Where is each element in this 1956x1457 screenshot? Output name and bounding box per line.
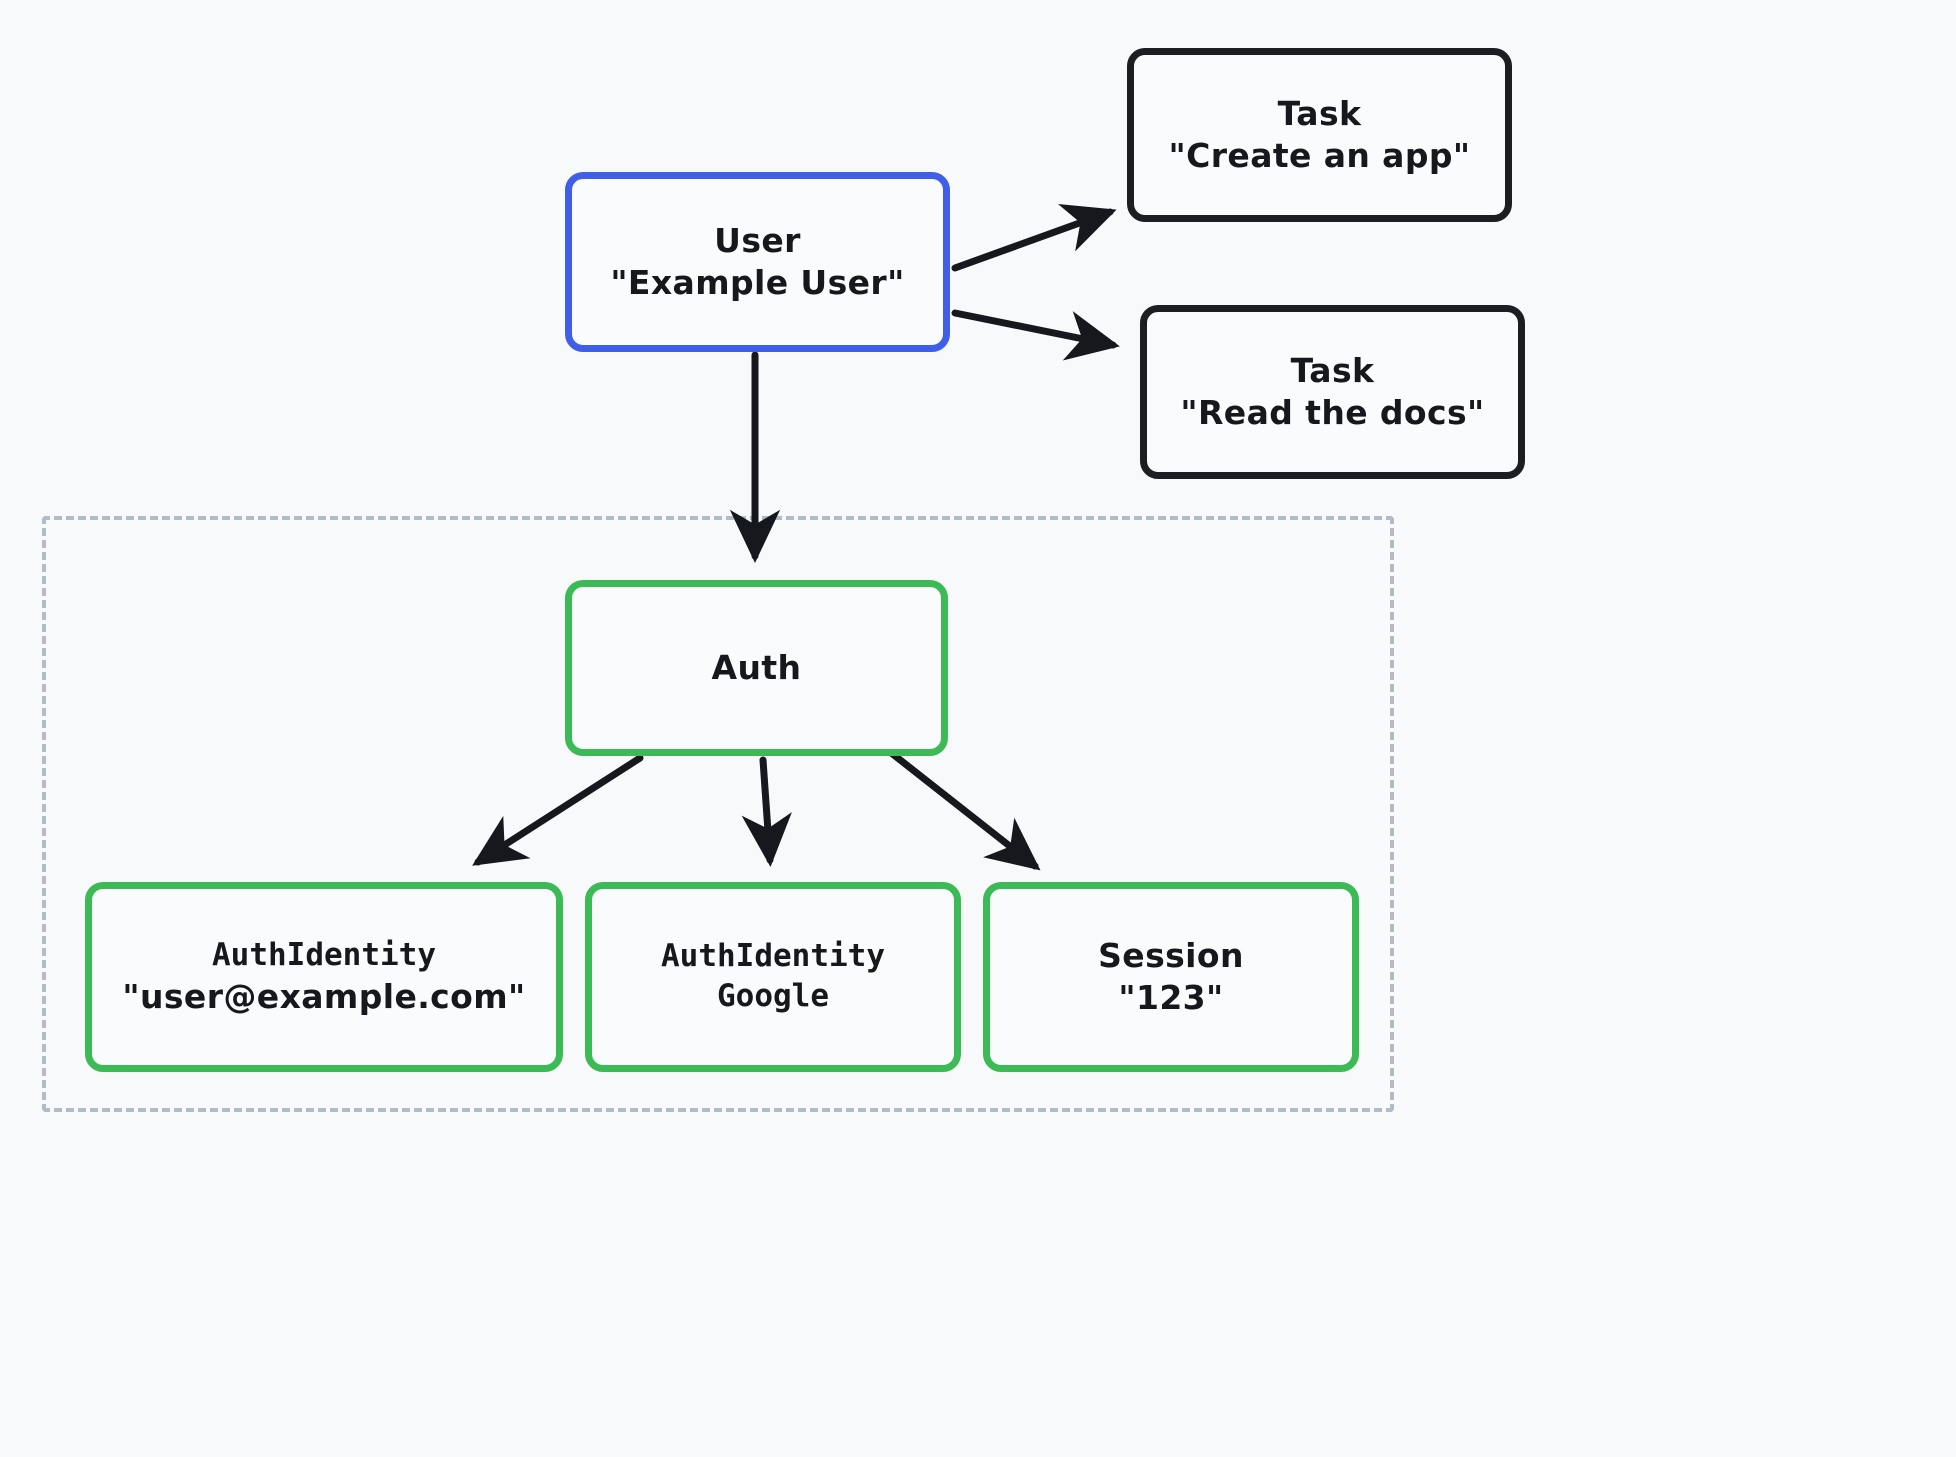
node-session-subtitle: "123" bbox=[1118, 978, 1224, 1017]
node-auth-identity-email-title: AuthIdentity bbox=[212, 937, 436, 974]
edge-user-to-task-read-docs bbox=[951, 309, 1120, 361]
node-task-create-app[interactable]: Task "Create an app" bbox=[1127, 48, 1512, 222]
auth-group-container bbox=[42, 516, 1394, 1112]
node-task-read-docs-subtitle: "Read the docs" bbox=[1180, 393, 1485, 432]
node-auth-identity-google[interactable]: AuthIdentity Google bbox=[585, 882, 961, 1072]
node-user[interactable]: User "Example User" bbox=[565, 172, 950, 352]
node-auth-identity-google-subtitle: Google bbox=[717, 978, 829, 1014]
node-auth-identity-email[interactable]: AuthIdentity "user@example.com" bbox=[85, 882, 563, 1072]
node-user-subtitle: "Example User" bbox=[610, 263, 905, 302]
node-task-read-docs[interactable]: Task "Read the docs" bbox=[1140, 305, 1525, 479]
node-task-read-docs-title: Task bbox=[1290, 350, 1375, 390]
node-auth-identity-email-subtitle: "user@example.com" bbox=[122, 976, 526, 1016]
node-task-create-app-title: Task bbox=[1277, 93, 1362, 133]
node-auth-title: Auth bbox=[711, 647, 802, 687]
node-session-title: Session bbox=[1098, 935, 1244, 975]
node-auth-identity-google-title: AuthIdentity bbox=[661, 938, 885, 975]
node-auth[interactable]: Auth bbox=[565, 580, 948, 756]
node-session[interactable]: Session "123" bbox=[983, 882, 1359, 1072]
node-task-create-app-subtitle: "Create an app" bbox=[1168, 136, 1471, 175]
node-user-title: User bbox=[714, 220, 801, 260]
edge-user-to-task-create-app bbox=[951, 203, 1117, 272]
